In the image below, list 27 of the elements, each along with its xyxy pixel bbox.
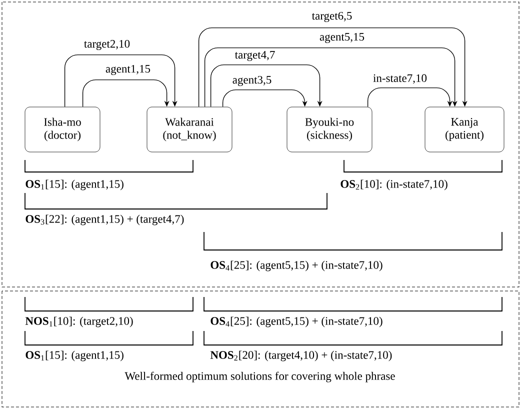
solution-label: NOS$_{2}$[20]: (target4,10) + (in-state7,10) bbox=[210, 350, 392, 362]
edge-label: target6,5 bbox=[310, 10, 354, 24]
arrow bbox=[210, 64, 322, 108]
solution-label: OS$_{1}$[15]: (agent1,15) bbox=[26, 180, 124, 190]
solution-label: OS$_{1}$[15]: (agent1,15) bbox=[26, 350, 124, 362]
edge-label: in-state7,10 bbox=[372, 73, 428, 85]
edge-label: agent3,5 bbox=[231, 74, 273, 88]
solution-label: OS$_{3}$[22]: (agent1,15) + (target4,7) bbox=[26, 214, 184, 226]
edge-label: target2,10 bbox=[82, 38, 132, 52]
arrow bbox=[204, 47, 458, 108]
solution-label: OS$_{2}$[10]: (in-state7,10) bbox=[340, 180, 448, 190]
word-box: Wakaranai (not_know) bbox=[146, 106, 232, 152]
arrow bbox=[222, 89, 308, 108]
word-box: Byouki-no (sickness) bbox=[286, 106, 372, 152]
word-box: Kanja (patient) bbox=[424, 106, 504, 152]
edge-label: agent1,15 bbox=[104, 64, 152, 76]
arrow bbox=[198, 27, 468, 108]
edge-label: agent5,15 bbox=[318, 32, 366, 44]
solution-label: NOS$_{1}$[10]: (target2,10) bbox=[25, 316, 133, 328]
arrow bbox=[82, 79, 170, 108]
arrow bbox=[367, 87, 452, 108]
solution-label: OS$_{4}$[25]: (agent5,15) + (in-state7,10) bbox=[210, 260, 382, 272]
arrow bbox=[64, 54, 178, 108]
caption: Well-formed optimum solutions for covering whole phrase bbox=[124, 372, 395, 382]
word-box: Isha-mo (doctor) bbox=[24, 106, 100, 152]
edge-label: target4,7 bbox=[234, 50, 276, 62]
solution-label: OS$_{4}$[25]: (agent5,15) + (in-state7,10) bbox=[210, 316, 382, 328]
